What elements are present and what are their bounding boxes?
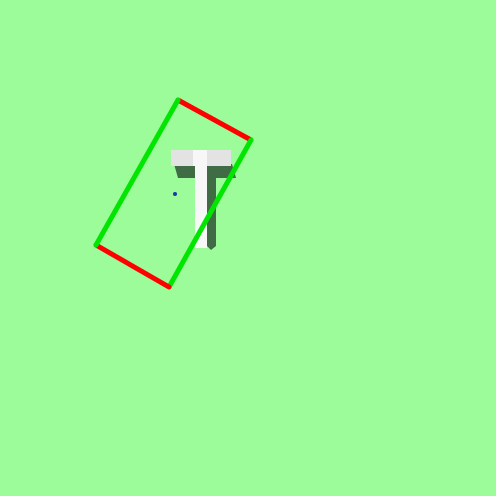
center-marker-dot (173, 192, 177, 196)
frame-top-short-edge (175, 97, 254, 143)
frame-right-long-edge (166, 137, 254, 290)
frame-bottom-short-edge (93, 242, 172, 290)
frame-left-long-edge (93, 97, 181, 248)
rotated-frame (93, 97, 254, 290)
letter-t-top-bar-highlight (193, 150, 207, 166)
